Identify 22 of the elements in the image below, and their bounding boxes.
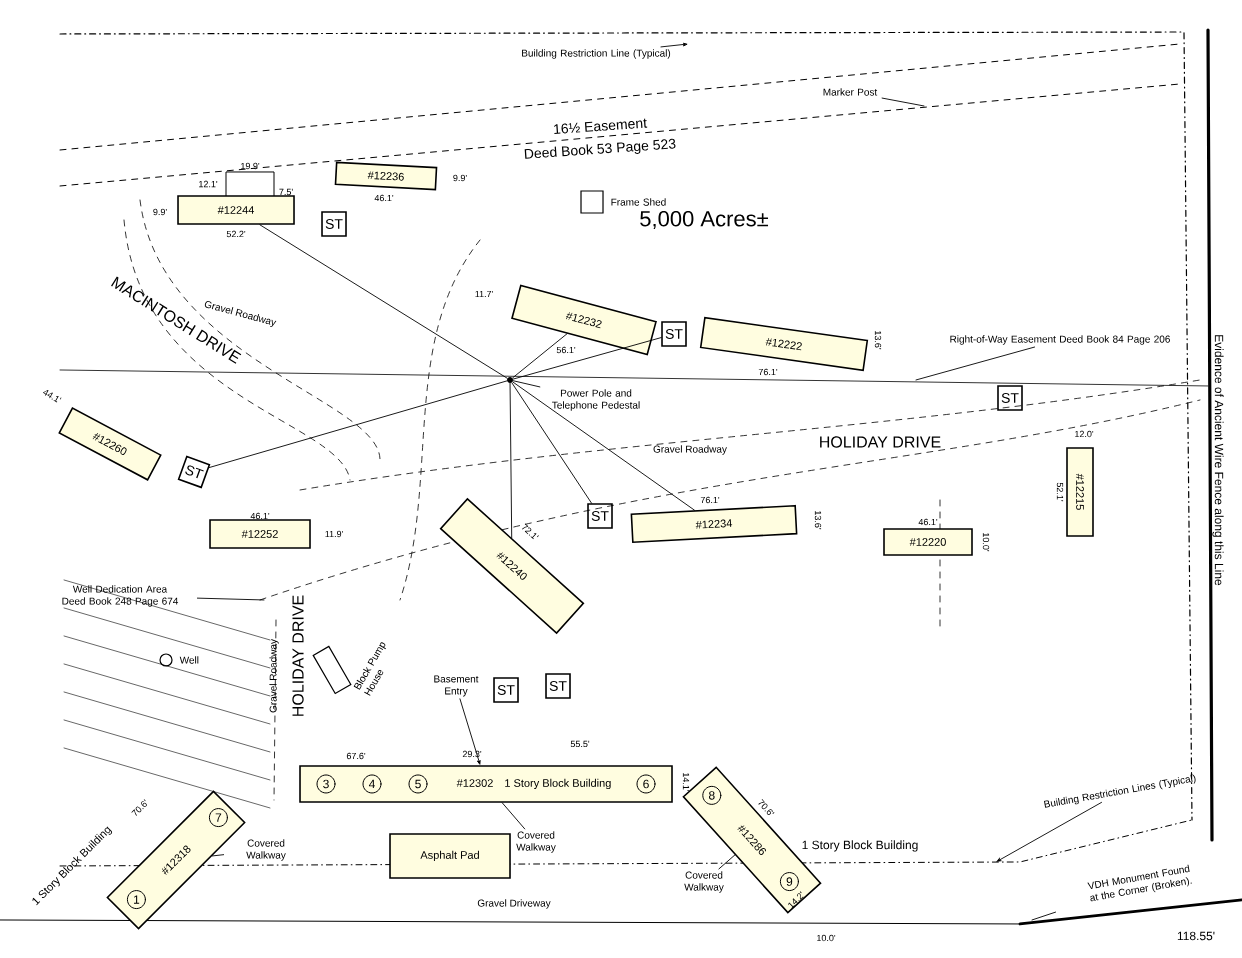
leader-line	[996, 801, 1102, 862]
service-line	[208, 380, 508, 468]
service-line	[511, 382, 592, 504]
leader-line	[718, 854, 736, 870]
leader-line	[1031, 911, 1056, 921]
road-name: HOLIDAY DRIVE	[292, 595, 304, 716]
power-pole	[507, 377, 513, 383]
service-line	[512, 333, 568, 379]
road-name: HOLIDAY DRIVE	[820, 436, 941, 448]
leader-line	[512, 380, 541, 388]
leader-line	[915, 346, 1036, 381]
leader-line	[459, 698, 481, 765]
leader-line	[501, 802, 526, 830]
leader-line	[196, 597, 265, 601]
service-line	[509, 382, 513, 539]
service-line	[259, 224, 508, 379]
leader-line	[881, 97, 925, 107]
area-label: 5,000 Acres±	[640, 210, 768, 230]
service-line	[512, 381, 695, 511]
leader-line	[211, 854, 225, 857]
service-line	[512, 337, 662, 380]
leader-line	[660, 42, 688, 48]
